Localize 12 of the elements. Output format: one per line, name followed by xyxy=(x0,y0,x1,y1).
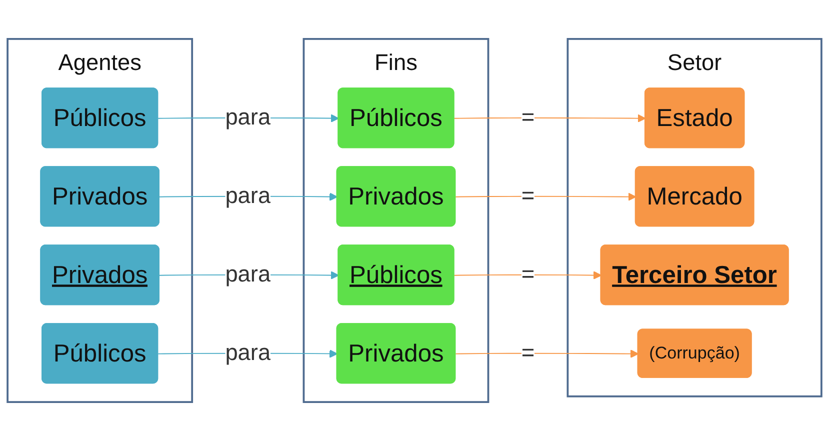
edge-label: = xyxy=(521,340,535,366)
edge-label: para xyxy=(225,340,271,366)
edge-label: = xyxy=(521,183,535,209)
arrow xyxy=(455,350,639,358)
edge-label: para xyxy=(225,104,271,130)
edge-label: para xyxy=(225,262,271,288)
arrow xyxy=(455,192,636,201)
edge-label: = xyxy=(521,104,535,130)
edge-label: para xyxy=(225,183,271,209)
edge-label: = xyxy=(521,262,535,288)
arrow xyxy=(454,114,646,122)
arrow xyxy=(454,271,602,280)
